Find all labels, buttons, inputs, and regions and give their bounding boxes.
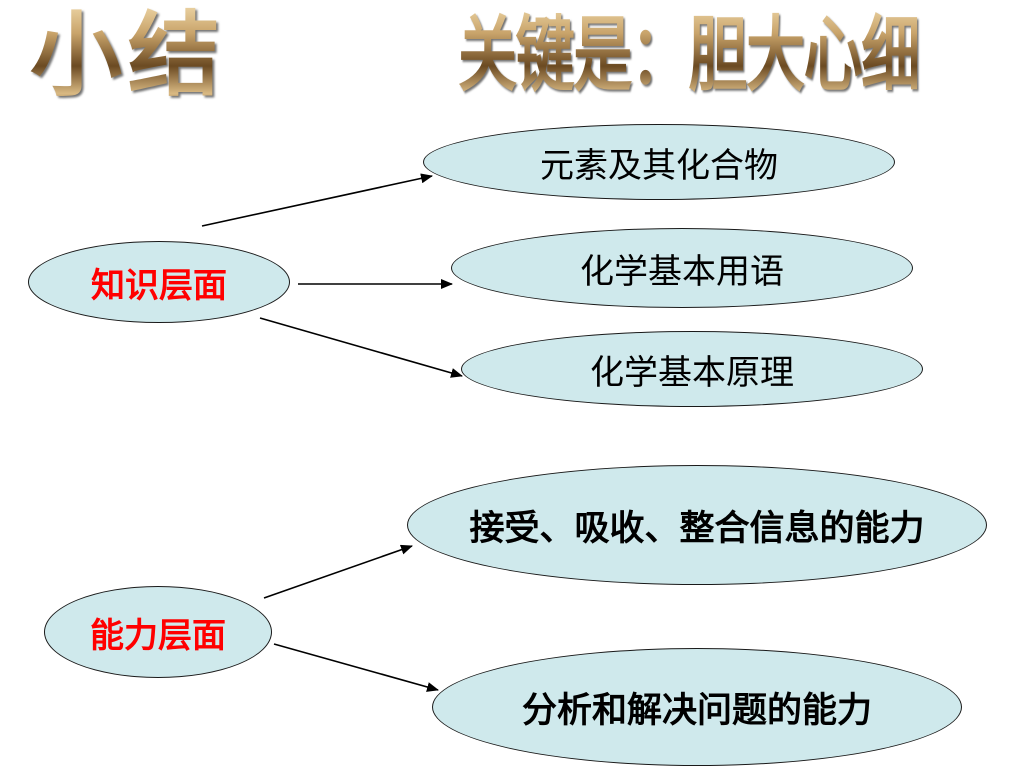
knowledge-level-node: 知识层面: [28, 241, 290, 323]
arrow-knowledge-to-elements: [201, 173, 433, 227]
ability-level-node: 能力层面: [44, 586, 272, 678]
chemical-terminology-node: 化学基本用语: [451, 228, 913, 308]
arrow-ability-to-information: [263, 544, 413, 599]
elements-compounds-node: 元素及其化合物: [423, 124, 895, 200]
problem-solving-node: 分析和解决问题的能力: [432, 648, 962, 766]
chemical-principles-node: 化学基本原理: [461, 331, 923, 407]
arrow-ability-to-problem-solving: [273, 643, 439, 692]
slide-title: 小结: [30, 1, 227, 109]
slide-subtitle: 关键是：胆大心细: [458, 0, 920, 110]
information-processing-node: 接受、吸收、整合信息的能力: [407, 465, 987, 585]
arrow-knowledge-to-principles: [259, 317, 463, 378]
